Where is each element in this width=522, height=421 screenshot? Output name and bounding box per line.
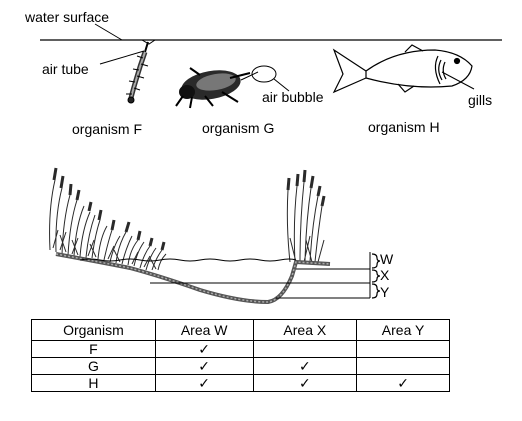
organism-f-label: organism F (72, 121, 143, 137)
table-cell: F (31, 340, 156, 358)
zone-x-label: X (380, 267, 390, 283)
table-cell: ✓ (154, 340, 254, 358)
air-tube-label: air tube (42, 61, 89, 77)
table-cell: G (31, 357, 156, 375)
table-cell: H (31, 374, 156, 392)
header-area-x: Area X (252, 319, 358, 341)
zone-braces (371, 253, 381, 299)
header-organism: Organism (31, 319, 156, 341)
table-row: G ✓ ✓ (31, 357, 450, 375)
organism-area-table: Organism Area W Area X Area Y F ✓ G ✓ ✓ … (31, 319, 450, 392)
water-line-w (79, 258, 297, 262)
gills-label: gills (468, 92, 493, 108)
air-bubble (251, 65, 277, 83)
table-header-row: Organism Area W Area X Area Y (31, 319, 450, 341)
table-row: F ✓ (31, 340, 450, 358)
organism-h-fish (332, 44, 473, 94)
zone-y-label: Y (380, 284, 390, 300)
table-cell: ✓ (252, 374, 358, 392)
water-surface-pointer (94, 23, 123, 41)
table-row: H ✓ ✓ ✓ (31, 374, 450, 392)
table-cell: ✓ (154, 374, 254, 392)
reeds-right (286, 169, 326, 263)
header-area-y: Area Y (356, 319, 450, 341)
organism-h-label: organism H (368, 119, 440, 135)
table-cell: ✓ (356, 374, 450, 392)
air-bubble-pointer (273, 78, 290, 92)
header-area-w: Area W (154, 319, 254, 341)
organism-f-larva (126, 39, 156, 104)
table-cell (356, 357, 450, 375)
air-bubble-label: air bubble (262, 89, 324, 105)
table-cell (356, 340, 450, 358)
reeds-left (49, 167, 167, 271)
zone-w-label: W (380, 251, 394, 267)
organism-g-label: organism G (202, 120, 275, 136)
water-surface-label: water surface (25, 9, 110, 25)
table-cell: ✓ (154, 357, 254, 375)
table-cell: ✓ (252, 357, 358, 375)
organism-g-beetle (175, 67, 259, 109)
pond-diagram (40, 23, 502, 305)
air-tube-pointer (99, 50, 145, 65)
table-cell (252, 340, 358, 358)
gills-pointer (441, 71, 475, 90)
